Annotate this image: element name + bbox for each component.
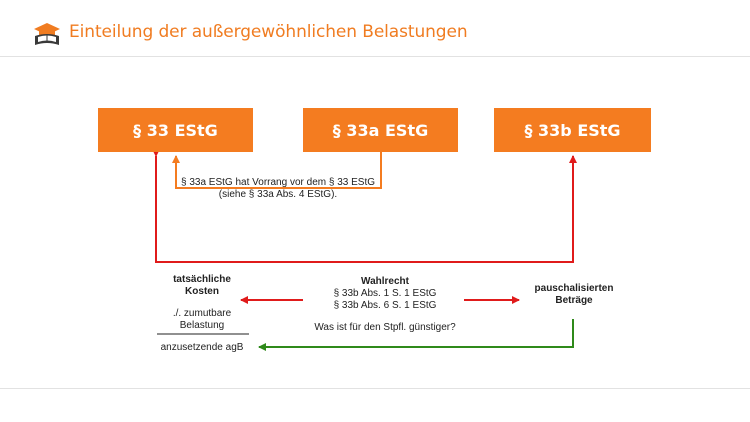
center-question: Was ist für den Stpfl. günstiger? [314, 322, 456, 333]
left-result: anzusetzende agB [160, 342, 244, 353]
header-divider [0, 56, 750, 57]
center-line2: § 33b Abs. 6 S. 1 EStG [333, 300, 437, 311]
box-33b-estg: § 33b EStG [494, 108, 651, 152]
left-minus-line2: Belastung [179, 320, 225, 331]
green-arrow [258, 319, 574, 351]
footer-divider [0, 388, 750, 389]
left-title-line2: Kosten [185, 286, 219, 297]
right-line2: Beträge [555, 295, 593, 306]
center-line1: § 33b Abs. 1 S. 1 EStG [333, 288, 437, 299]
right-line1: pauschalisierten [534, 283, 614, 294]
box-33-estg: § 33 EStG [98, 108, 253, 152]
center-title: Wahlrecht [361, 276, 409, 287]
precedence-note-line1: § 33a EStG hat Vorrang vor dem § 33 EStG [181, 177, 375, 188]
left-title-line1: tatsächliche [173, 274, 231, 285]
precedence-note-line2: (siehe § 33a Abs. 4 EStG). [218, 189, 338, 200]
book-hat-icon [34, 23, 60, 45]
box-33a-estg: § 33a EStG [303, 108, 458, 152]
page-title: Einteilung der außergewöhnlichen Belastu… [69, 22, 468, 42]
red-link-line [152, 149, 577, 263]
header: Einteilung der außergewöhnlichen Belastu… [0, 0, 750, 56]
left-minus-line1: ./. zumutbare [172, 308, 232, 319]
orange-precedence-arrow [172, 152, 382, 189]
